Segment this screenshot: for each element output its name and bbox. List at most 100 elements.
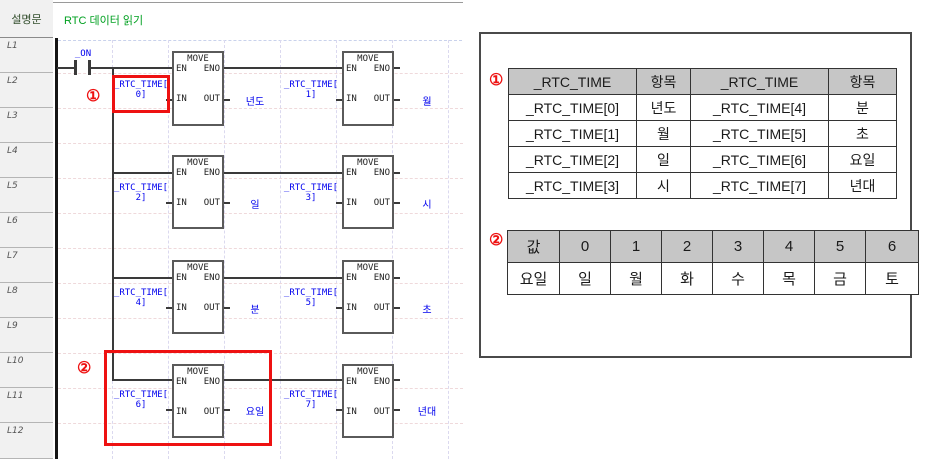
- grid-line: [58, 283, 463, 284]
- pin-stub: [336, 99, 342, 101]
- table-header-row: 값 0 1 2 3 4 5 6: [507, 230, 919, 263]
- grid-line: [58, 318, 463, 319]
- operand-rtc-time-2[interactable]: _RTC_TIME[ 2]: [113, 183, 169, 203]
- col-header: 5: [814, 230, 866, 263]
- output-minute[interactable]: 분: [250, 305, 260, 316]
- cell: _RTC_TIME[4]: [690, 94, 829, 121]
- col-header: 항목: [636, 68, 691, 95]
- col-header: 값: [507, 230, 560, 263]
- comment-header-cell[interactable]: 설명문: [0, 0, 53, 38]
- wire: [394, 172, 400, 174]
- operand-line2: 2]: [135, 193, 147, 203]
- block-title: MOVE: [357, 54, 379, 64]
- cell: 요일: [507, 262, 560, 295]
- row-label-L6[interactable]: L6: [0, 213, 53, 248]
- operand-line1: _RTC_TIME[: [283, 80, 339, 90]
- row-label-L7[interactable]: L7: [0, 248, 53, 283]
- pin-en: EN: [176, 377, 187, 387]
- row-label-L8[interactable]: L8: [0, 283, 53, 318]
- output-year[interactable]: 년도: [245, 97, 265, 108]
- operand-rtc-time-6[interactable]: _RTC_TIME[ 6]: [113, 390, 169, 410]
- output-weekday[interactable]: 요일: [245, 407, 265, 418]
- operand-rtc-time-7[interactable]: _RTC_TIME[ 7]: [283, 390, 339, 410]
- grid-line: [336, 40, 337, 459]
- operand-rtc-time-1[interactable]: _RTC_TIME[ 1]: [283, 80, 339, 100]
- row-label-L10[interactable]: L10: [0, 353, 53, 388]
- cell: 토: [865, 262, 919, 295]
- rung-comment-text[interactable]: RTC 데이터 읽기: [64, 15, 144, 27]
- annotation-circle-1: ①: [86, 88, 101, 105]
- move-block-5[interactable]: MOVE EN ENO IN OUT: [342, 260, 394, 334]
- pin-in: IN: [346, 303, 357, 313]
- pin-stub: [224, 99, 230, 101]
- output-day[interactable]: 일: [250, 200, 260, 211]
- move-block-0[interactable]: MOVE EN ENO IN OUT: [172, 51, 224, 126]
- grid-line: [280, 40, 281, 459]
- move-block-1[interactable]: MOVE EN ENO IN OUT: [342, 51, 394, 126]
- move-block-7[interactable]: MOVE EN ENO IN OUT: [342, 364, 394, 438]
- pin-stub: [394, 99, 400, 101]
- col-header: _RTC_TIME: [508, 68, 637, 95]
- wire: [224, 172, 342, 174]
- wire: [112, 172, 172, 174]
- move-block-3[interactable]: MOVE EN ENO IN OUT: [342, 155, 394, 229]
- pin-en: EN: [176, 168, 187, 178]
- pin-eno: ENO: [373, 377, 390, 387]
- panel-circle-1: ①: [489, 72, 504, 89]
- wire: [112, 277, 172, 279]
- pin-stub: [166, 307, 172, 309]
- operand-line2: 0]: [135, 90, 147, 100]
- wire: [224, 379, 342, 381]
- row-label-L12[interactable]: L12: [0, 423, 53, 459]
- highlight-box-2: [104, 350, 272, 446]
- grid-line: [58, 423, 463, 424]
- output-month[interactable]: 월: [422, 97, 432, 108]
- row-label-L11[interactable]: L11: [0, 388, 53, 423]
- output-hour[interactable]: 시: [422, 200, 432, 211]
- annotation-circle-2: ②: [77, 360, 92, 377]
- operand-rtc-time-5[interactable]: _RTC_TIME[ 5]: [283, 288, 339, 308]
- pin-en: EN: [176, 273, 187, 283]
- pin-en: EN: [346, 168, 357, 178]
- pin-out: OUT: [203, 407, 220, 417]
- contact-label[interactable]: _ON: [74, 49, 92, 59]
- row-label-L9[interactable]: L9: [0, 318, 53, 353]
- rtc-time-mapping-table: _RTC_TIME 항목 _RTC_TIME 항목 _RTC_TIME[0] 년…: [508, 68, 897, 199]
- pin-eno: ENO: [203, 377, 220, 387]
- output-second[interactable]: 초: [422, 305, 432, 316]
- pin-en: EN: [346, 377, 357, 387]
- wire: [91, 67, 172, 69]
- grid-line: [392, 40, 393, 459]
- pin-out: OUT: [203, 303, 220, 313]
- wire: [224, 67, 342, 69]
- operand-rtc-time-0[interactable]: _RTC_TIME[ 0]: [113, 80, 169, 100]
- row-label-L4[interactable]: L4: [0, 143, 53, 178]
- grid-line: [58, 213, 463, 214]
- row-label-L5[interactable]: L5: [0, 178, 53, 213]
- col-header: 3: [712, 230, 764, 263]
- cell: 년대: [828, 172, 897, 199]
- pin-en: EN: [346, 273, 357, 283]
- grid-line: [448, 40, 449, 459]
- wire: [394, 379, 400, 381]
- row-label-L3[interactable]: L3: [0, 108, 53, 143]
- cell: 월: [636, 120, 691, 147]
- pin-stub: [224, 307, 230, 309]
- col-header: _RTC_TIME: [690, 68, 829, 95]
- move-block-4[interactable]: MOVE EN ENO IN OUT: [172, 260, 224, 334]
- move-block-6[interactable]: MOVE EN ENO IN OUT: [172, 364, 224, 438]
- wire: [394, 67, 400, 69]
- operand-line2: 4]: [135, 298, 147, 308]
- move-block-2[interactable]: MOVE EN ENO IN OUT: [172, 155, 224, 229]
- row-label-L2[interactable]: L2: [0, 73, 53, 108]
- row-label-L1[interactable]: L1: [0, 38, 53, 73]
- operand-rtc-time-3[interactable]: _RTC_TIME[ 3]: [283, 183, 339, 203]
- cell: 화: [661, 262, 713, 295]
- operand-line2: 1]: [305, 90, 317, 100]
- col-header: 4: [763, 230, 815, 263]
- output-era[interactable]: 년대: [417, 407, 437, 418]
- wire: [394, 277, 400, 279]
- comment-row-divider: [58, 40, 462, 41]
- operand-rtc-time-4[interactable]: _RTC_TIME[ 4]: [113, 288, 169, 308]
- pin-stub: [394, 409, 400, 411]
